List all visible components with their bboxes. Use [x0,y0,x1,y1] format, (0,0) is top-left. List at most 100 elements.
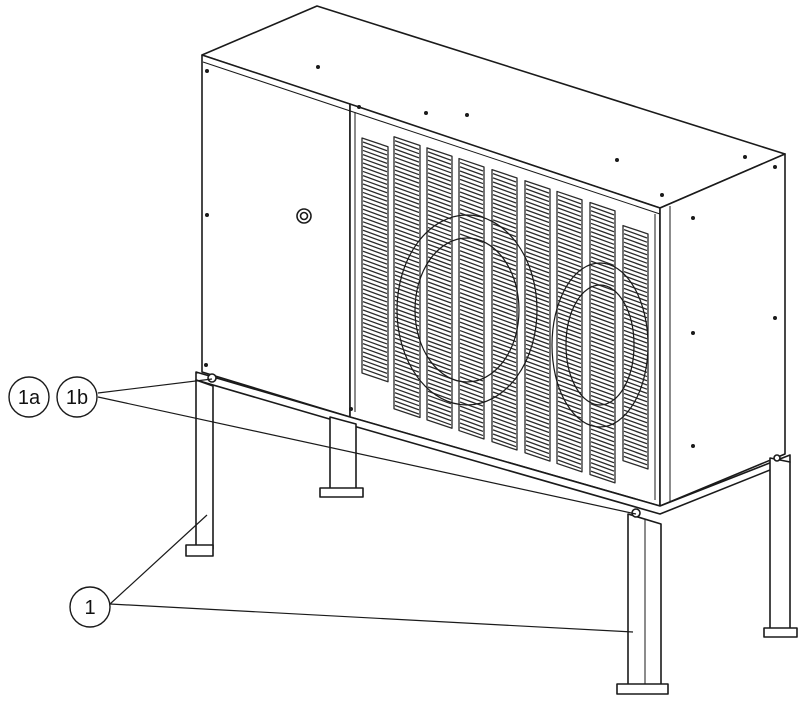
grille-slat [362,200,388,211]
grille-slat [492,236,517,246]
grille-slat [492,269,517,280]
grille-slat [394,320,420,331]
grille-slat [590,323,615,334]
grille-slat [394,350,420,361]
grille-slat [590,428,615,439]
leader-lines [97,378,637,633]
grille-slat [394,219,420,230]
grille-slat [525,343,550,354]
grille-slat [557,346,582,356]
grille-slat [557,333,582,344]
grille-slat [590,239,615,250]
grille-slat [459,418,484,428]
grille-slat [427,231,452,241]
grille-slat [623,413,648,424]
grille-slat [623,401,648,411]
grille-slat [394,316,420,327]
grille-slat [394,228,420,239]
fan-grille [361,136,649,484]
grille-slat [525,289,550,299]
grille-slat [492,345,517,355]
grille-slat [492,282,517,292]
grille-slat [459,250,484,260]
grille-slat [459,245,484,256]
housing-right-end [659,153,786,507]
grille-slat [362,221,388,232]
grille-slat [492,383,517,393]
grille-slat [394,198,420,209]
grille-slat [492,311,517,322]
grille-slat [492,273,517,284]
grille-slat [492,252,517,263]
grille-slat [492,173,517,183]
grille-slat [394,186,420,197]
grille-slat [394,177,420,188]
callout-1a-label: 1a [18,387,41,409]
grille-slat [459,342,484,353]
grille-slat [362,196,388,206]
grille-slat [459,426,484,437]
grille-slat [590,373,615,384]
grille-slat [362,259,388,269]
grille-slat [459,182,484,193]
grille-slat [394,203,420,214]
grille-slat [427,201,452,212]
grille-slat [394,375,420,386]
grille-slat [394,253,420,264]
grille-slat [525,389,550,400]
grille-slat [623,417,648,428]
grille-slat [362,141,388,152]
grille-slat [525,356,550,366]
grille-slat [427,294,452,304]
grille-slat [492,231,517,242]
grille-slat [459,287,484,298]
callout-1-label: 1 [84,597,95,619]
grille-slat [590,470,615,481]
grille-slat [362,296,388,307]
grille-slat [394,266,420,277]
grille-slat [590,243,615,254]
fan-guard-left [396,214,538,406]
grille-slat [557,325,582,335]
grille-slat [557,430,582,440]
grille-slat [459,208,484,218]
grille-slat [459,317,484,327]
grille-slat [362,246,388,257]
grille-slat [427,365,452,376]
grille-slat [557,404,582,415]
grille-slat [557,341,582,352]
grille-slat [394,240,420,251]
grille-column [589,201,616,484]
grille-slat [459,178,484,189]
grille-slat [590,298,615,308]
grille-slat [590,214,615,224]
grille-slat [459,329,484,340]
grille-slat [623,233,648,243]
grille-slat [623,317,648,327]
grille-slat [459,350,484,361]
grille-slat [623,443,648,453]
grille-slat [394,207,420,218]
grille-slat [427,273,452,283]
grille-slat [427,382,452,392]
grille-slat [394,261,420,272]
grille-slat [623,325,648,336]
grille-slat [362,364,388,374]
grille-slat [525,205,550,215]
grille-slat [459,283,484,294]
grille-slat [427,281,452,292]
grille-slat [623,363,648,373]
grille-slat [459,325,484,336]
grille-slat [525,368,550,379]
grille-slat [459,161,484,172]
grille-slat [459,237,484,248]
grille-column [491,168,518,451]
grille-slat [459,229,484,239]
grille-slat [492,286,517,297]
grille-slat [427,411,452,422]
grille-slat [459,384,484,395]
grille-slat [492,227,517,238]
grille-slat [525,276,550,287]
grille-slat [557,354,582,365]
